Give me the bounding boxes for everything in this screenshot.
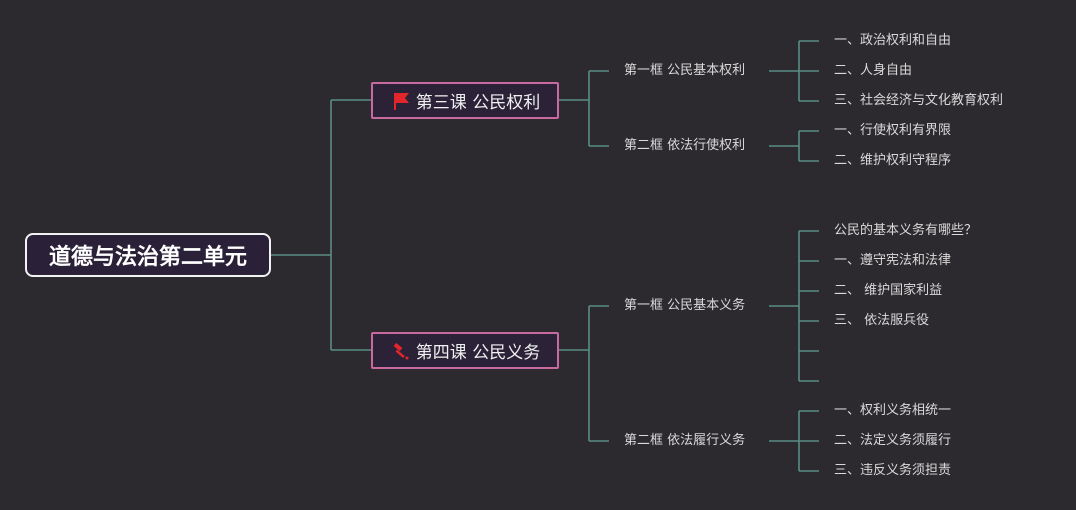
- leaf-label: 一、政治权利和自由: [834, 33, 952, 48]
- leaf-node[interactable]: 一、行使权利有界限: [834, 121, 951, 141]
- leaf-label: 三、 依法服兵役: [834, 313, 930, 328]
- leaf-node[interactable]: 二、维护权利守程序: [834, 151, 951, 171]
- leaf-node[interactable]: 一、政治权利和自由: [834, 31, 951, 51]
- frame-node-4-2[interactable]: 第二框 依法履行义务: [624, 431, 745, 451]
- leaf-node[interactable]: 二、人身自由: [834, 61, 912, 81]
- frame-label: 第二框 依法履行义务: [624, 433, 746, 448]
- leaf-label: 三、社会经济与文化教育权利: [834, 93, 1004, 108]
- leaf-label: 二、 维护国家利益: [834, 283, 943, 298]
- leaf-node[interactable]: 三、 依法服兵役: [834, 311, 929, 331]
- leaf-label: 二、维护权利守程序: [834, 153, 952, 168]
- frame-node-4-1[interactable]: 第一框 公民基本义务: [624, 296, 745, 316]
- leaf-label: 公民的基本义务有哪些？: [834, 223, 978, 238]
- root-label: 道德与法治第二单元: [48, 245, 247, 270]
- frame-node-3-2[interactable]: 第二框 依法行使权利: [624, 136, 745, 156]
- leaf-node[interactable]: 二、 维护国家利益: [834, 281, 942, 301]
- frame-node-3-1[interactable]: 第一框 公民基本权利: [624, 61, 745, 81]
- leaf-label: 一、行使权利有界限: [834, 123, 952, 138]
- leaf-label: 二、人身自由: [834, 63, 913, 78]
- leaf-label: 一、权利义务相统一: [834, 403, 952, 418]
- leaf-node[interactable]: 公民的基本义务有哪些？: [834, 221, 977, 241]
- root-node[interactable]: 道德与法治第二单元: [25, 233, 271, 277]
- leaf-label: 三、违反义务须担责: [834, 463, 952, 478]
- leaf-node[interactable]: 三、社会经济与文化教育权利: [834, 91, 1003, 111]
- lesson-label: 第三课 公民权利: [415, 93, 541, 113]
- lesson-node-4[interactable]: 第四课 公民义务: [371, 332, 559, 369]
- leaf-label: 二、法定义务须履行: [834, 433, 952, 448]
- leaf-node[interactable]: 一、权利义务相统一: [834, 401, 951, 421]
- leaf-node[interactable]: 一、遵守宪法和法律: [834, 251, 951, 271]
- leaf-node[interactable]: 二、法定义务须履行: [834, 431, 951, 451]
- frame-label: 第二框 依法行使权利: [624, 138, 746, 153]
- lesson-label: 第四课 公民义务: [415, 343, 541, 363]
- lesson-node-3[interactable]: 第三课 公民权利: [371, 82, 559, 119]
- leaf-label: 一、遵守宪法和法律: [834, 253, 952, 268]
- frame-label: 第一框 公民基本权利: [624, 63, 746, 78]
- hammer-icon: [390, 340, 412, 362]
- frame-label: 第一框 公民基本义务: [624, 298, 746, 313]
- red-flag-icon: [390, 90, 412, 112]
- leaf-node[interactable]: 三、违反义务须担责: [834, 461, 951, 481]
